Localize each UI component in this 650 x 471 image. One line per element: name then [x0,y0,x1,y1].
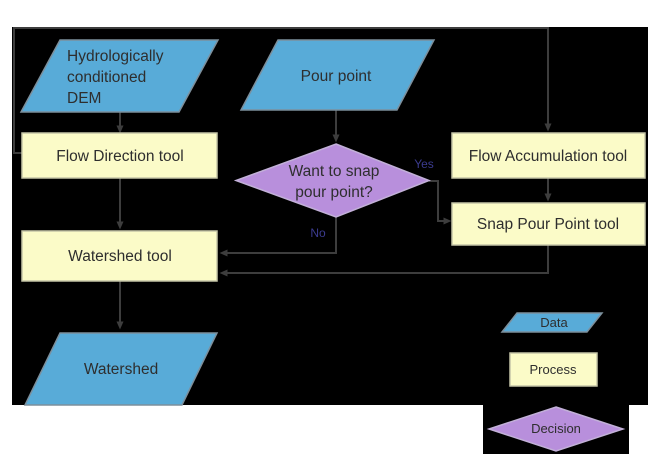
decision-label-line-1: Want to snap [289,163,380,180]
watershed-tool-label: Watershed tool [68,248,172,265]
watershed-label: Watershed [84,361,158,378]
edge-label-no: No [310,226,326,240]
dem-label-line-2: conditioned [67,69,146,86]
dem-label-line-1: Hydrologically [67,48,164,65]
legend-decision-shape [486,406,626,452]
legend-decision-label: Decision [531,421,581,436]
node-watershed-tool [21,230,218,282]
legend-data-label: Data [540,315,568,330]
snap-pour-point-label: Snap Pour Point tool [477,216,619,233]
node-watershed [23,332,219,406]
node-pour-point [239,39,436,111]
edge-decision-no-to-watershed-tool [219,217,337,257]
pour-point-label: Pour point [301,68,372,85]
edge-label-yes: Yes [414,157,434,171]
legend-process-shape [509,352,598,387]
node-hydrologically-conditioned-dem [19,39,220,113]
legend-data-shape [500,312,604,333]
decision-label-line-2: pour point? [295,184,373,201]
edge-flow-direction-to-flow-accumulation [13,27,552,154]
node-snap-pour-point-tool [451,202,646,246]
flow-direction-label: Flow Direction tool [56,148,184,165]
node-flow-direction-tool [21,132,218,179]
flow-accumulation-label: Flow Accumulation tool [469,148,628,165]
edge-snap-pour-point-to-watershed-tool [219,245,549,277]
legend-process-label: Process [530,362,577,377]
dem-label-line-3: DEM [67,90,101,107]
node-flow-accumulation-tool [451,132,646,179]
edge-decision-yes-to-snap-pour-point [429,180,452,225]
node-want-to-snap-decision [233,143,432,218]
